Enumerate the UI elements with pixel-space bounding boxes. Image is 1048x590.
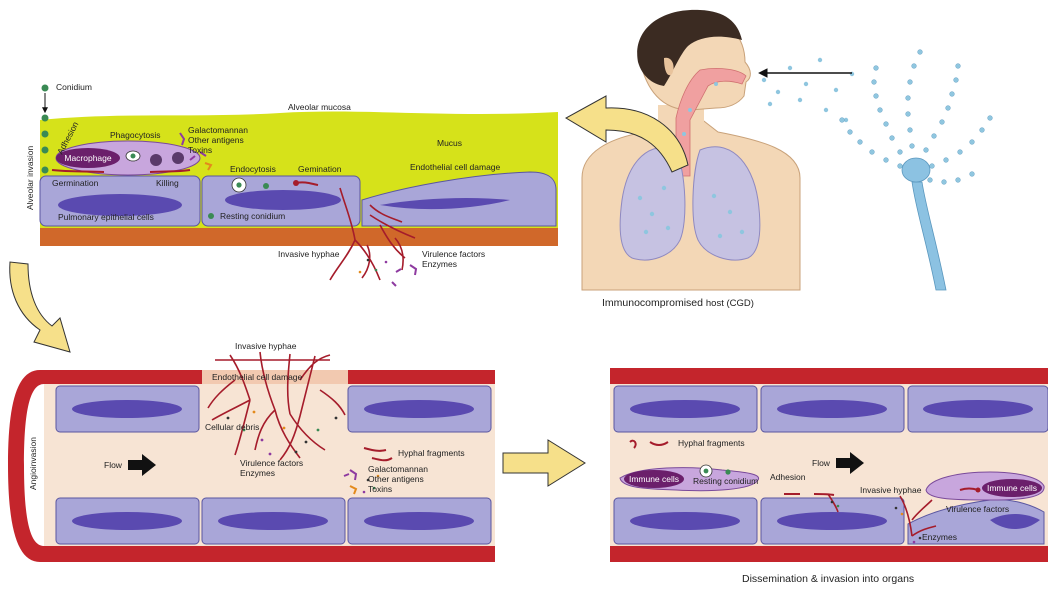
flow-label: Flow xyxy=(812,458,831,468)
conidium-icon xyxy=(42,115,49,122)
endothelial-nucleus xyxy=(777,400,887,418)
straight-arrow-to-dissemination xyxy=(503,440,585,486)
toxins-label: Toxins xyxy=(188,145,212,155)
epithelial-nucleus xyxy=(225,190,341,210)
dissemination-caption: Dissemination & invasion into organs xyxy=(742,573,914,585)
engulfed-conidium-icon xyxy=(976,488,981,493)
endocytosis-label: Endocytosis xyxy=(230,164,276,174)
enzyme-dot-icon xyxy=(385,261,388,264)
enzyme-dot-icon xyxy=(367,259,370,262)
alveolar-panel: Macrophage Alveolar invasion Conidium Al… xyxy=(25,82,558,286)
macrophage-label: Macrophage xyxy=(64,153,112,163)
mucus-label: Mucus xyxy=(437,138,462,148)
epithelial-conidium-icon xyxy=(236,182,241,187)
other-antigens-label: Other antigens xyxy=(368,474,424,484)
resting-conidium-icon xyxy=(725,469,730,474)
immune-cells-right-label: Immune cells xyxy=(987,483,1037,493)
enzymes-label: Enzymes xyxy=(422,259,457,269)
other-antigens-label: Other antigens xyxy=(188,135,244,145)
endothelial-nucleus xyxy=(777,512,887,530)
angioinvasion-panel: Angioinvasion Invasive hyphae Endothelia… xyxy=(8,341,495,562)
vessel-wall-bottom xyxy=(610,546,1048,562)
killed-conidium-icon xyxy=(172,152,184,164)
endothelial-nucleus xyxy=(630,512,740,530)
conidium-label: Conidium xyxy=(56,82,92,92)
pulmonary-cells-label: Pulmonary epithelial cells xyxy=(58,212,154,222)
killed-conidium-icon xyxy=(150,154,162,166)
killing-label: Killing xyxy=(156,178,179,188)
invasive-hyphae-label: Invasive hyphae xyxy=(860,485,922,495)
enzymes-label: Enzymes xyxy=(240,468,275,478)
galactomannan-label: Galactomannan xyxy=(188,125,248,135)
conidium-icon xyxy=(42,131,49,138)
invasive-hyphae-label: Invasive hyphae xyxy=(278,249,340,259)
flow-label: Flow xyxy=(104,460,123,470)
endothelial-nucleus xyxy=(364,400,474,418)
endothelial-nucleus xyxy=(923,400,1033,418)
hyphal-fragments-label: Hyphal fragments xyxy=(398,448,465,458)
gemination-label: Gemination xyxy=(298,164,342,174)
phagosome-conidium-icon xyxy=(704,469,709,474)
angioinvasion-side-label: Angioinvasion xyxy=(28,437,38,490)
conidiophore-stalk xyxy=(912,182,946,290)
resting-conidium-icon xyxy=(263,183,269,189)
endothelial-nucleus xyxy=(218,512,328,530)
resting-conidium-icon xyxy=(208,213,214,219)
endothelial-damage-label: Endothelial cell damage xyxy=(410,162,501,172)
galactomannan-label: Galactomannan xyxy=(368,464,428,474)
germinating-conidium-icon xyxy=(293,180,299,186)
phagosome-conidium-icon xyxy=(131,154,136,159)
airborne-conidia-icon xyxy=(762,58,854,122)
enzyme-dot-icon xyxy=(359,271,362,274)
hyphal-fragments-label: Hyphal fragments xyxy=(678,438,745,448)
virulence-factors-label: Virulence factors xyxy=(422,249,485,259)
virulence-factors-label: Virulence factors xyxy=(240,458,303,468)
vessel-wall-top xyxy=(610,368,1048,384)
dissemination-panel: Immune cells Immune cells Hyphal fragmen… xyxy=(610,368,1048,585)
conidium-icon xyxy=(42,167,49,174)
enzymes-label: Enzymes xyxy=(922,532,957,542)
host-caption-part2: host (CGD) xyxy=(706,298,754,309)
conidiophore-vesicle xyxy=(902,158,930,182)
cellular-debris-label: Cellular debris xyxy=(205,422,259,432)
endothelial-nucleus xyxy=(364,512,474,530)
resting-conidium-label: Resting conidium xyxy=(693,476,758,486)
endothelial-damage-label: Endothelial cell damage xyxy=(212,372,303,382)
host-caption-part1: Immunocompromised xyxy=(602,297,706,309)
virulence-factor-icon xyxy=(392,265,416,286)
basement-membrane xyxy=(40,228,558,246)
conidium-icon xyxy=(42,147,49,154)
resting-conidium-label: Resting conidium xyxy=(220,211,285,221)
alveolar-mucosa-label: Alveolar mucosa xyxy=(288,102,351,112)
alveolar-invasion-side-label: Alveolar invasion xyxy=(25,145,35,210)
conidium-icon xyxy=(42,85,49,92)
adhesion-label: Adhesion xyxy=(770,472,806,482)
curved-arrow-to-angioinvasion xyxy=(10,262,70,352)
host-illustration: Immunocompromised host (CGD) xyxy=(582,10,992,309)
endothelial-nucleus xyxy=(72,400,182,418)
toxins-label: Toxins xyxy=(368,484,392,494)
germination-label: Germination xyxy=(52,178,99,188)
enzyme-dot-icon xyxy=(375,269,378,272)
immune-cells-left-label: Immune cells xyxy=(629,474,679,484)
invasive-hyphae-label: Invasive hyphae xyxy=(235,341,297,351)
host-caption: Immunocompromised host (CGD) xyxy=(602,297,754,309)
host-torso xyxy=(582,118,800,290)
endothelial-nucleus xyxy=(630,400,740,418)
endothelial-nucleus xyxy=(72,512,182,530)
virulence-factors-label: Virulence factors xyxy=(946,504,1009,514)
phagocytosis-label: Phagocytosis xyxy=(110,130,161,140)
